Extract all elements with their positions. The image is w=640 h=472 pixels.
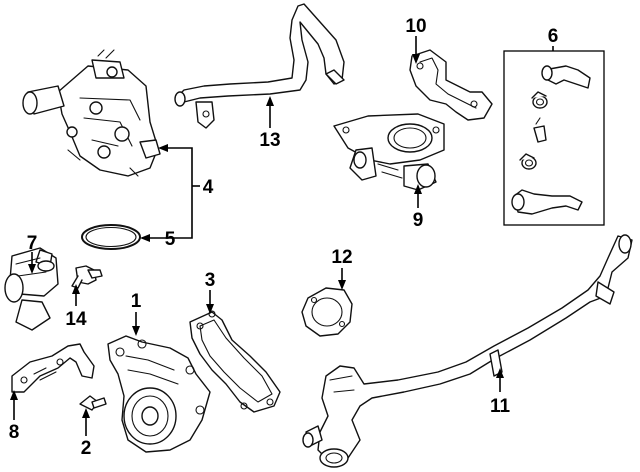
water-pipe-upper[interactable]	[174, 3, 345, 129]
callout-1: 1	[131, 291, 142, 312]
callout-7: 7	[27, 233, 38, 254]
o-ring[interactable]	[81, 224, 141, 250]
callout-4: 4	[203, 177, 214, 198]
bolt[interactable]	[79, 395, 107, 411]
pump-bracket[interactable]	[11, 343, 95, 393]
callout-12: 12	[331, 247, 352, 268]
callout-11: 11	[490, 396, 511, 417]
leader-lines	[10, 36, 554, 436]
electric-water-pump[interactable]	[4, 247, 59, 331]
small-gasket[interactable]	[301, 287, 353, 337]
callout-13: 13	[259, 130, 280, 151]
callout-labels: 1 2 3 4 5 6 7 8 9 10 11 12 13 14	[9, 16, 559, 459]
callout-3: 3	[205, 270, 216, 291]
water-pump-gasket[interactable]	[189, 310, 281, 413]
water-outlet-housing[interactable]	[22, 49, 161, 177]
outlet-gasket[interactable]	[409, 49, 493, 121]
callout-10: 10	[405, 16, 426, 37]
water-pipe-lower[interactable]	[302, 234, 633, 468]
callout-5: 5	[165, 229, 176, 250]
water-pump[interactable]	[107, 335, 211, 453]
callout-8: 8	[9, 422, 20, 443]
callout-14: 14	[65, 309, 87, 330]
hose-kit-box[interactable]	[503, 50, 605, 226]
thermostat-housing[interactable]	[333, 113, 445, 191]
temperature-sensor[interactable]	[71, 265, 103, 289]
callout-6: 6	[548, 26, 559, 47]
callout-9: 9	[413, 210, 424, 231]
callout-2: 2	[81, 438, 92, 459]
